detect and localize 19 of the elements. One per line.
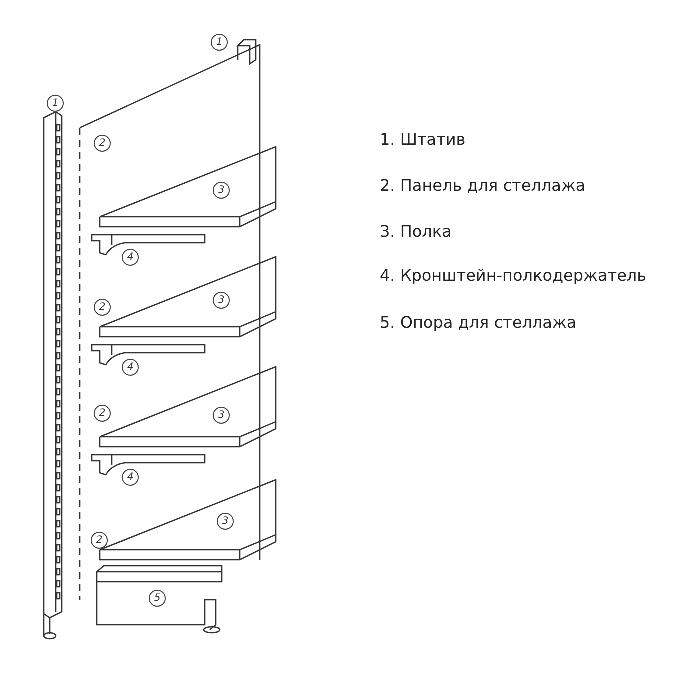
legend-text: 2. Панель для стеллажа [380,176,586,195]
callout-number: 1 [211,34,228,51]
callout-number: 4 [122,469,139,486]
legend-text: 4. Кронштейн-полкодержатель [380,266,647,285]
callout-number: 2 [94,299,111,316]
callout-number: 3 [213,407,230,424]
legend-text: 3. Полка [380,222,452,241]
callout-number: 3 [213,292,230,309]
callout-number: 4 [122,249,139,266]
callout-number: 5 [149,590,166,607]
callout-number: 2 [94,135,111,152]
callout-number: 3 [213,182,230,199]
legend-text: 1. Штатив [380,130,466,149]
callout-number: 1 [47,95,64,112]
callout-number: 2 [94,405,111,422]
legend-text: 5. Опора для стеллажа [380,313,577,332]
callout-number: 2 [91,532,108,549]
callout-number: 3 [217,513,234,530]
callout-number: 4 [122,359,139,376]
